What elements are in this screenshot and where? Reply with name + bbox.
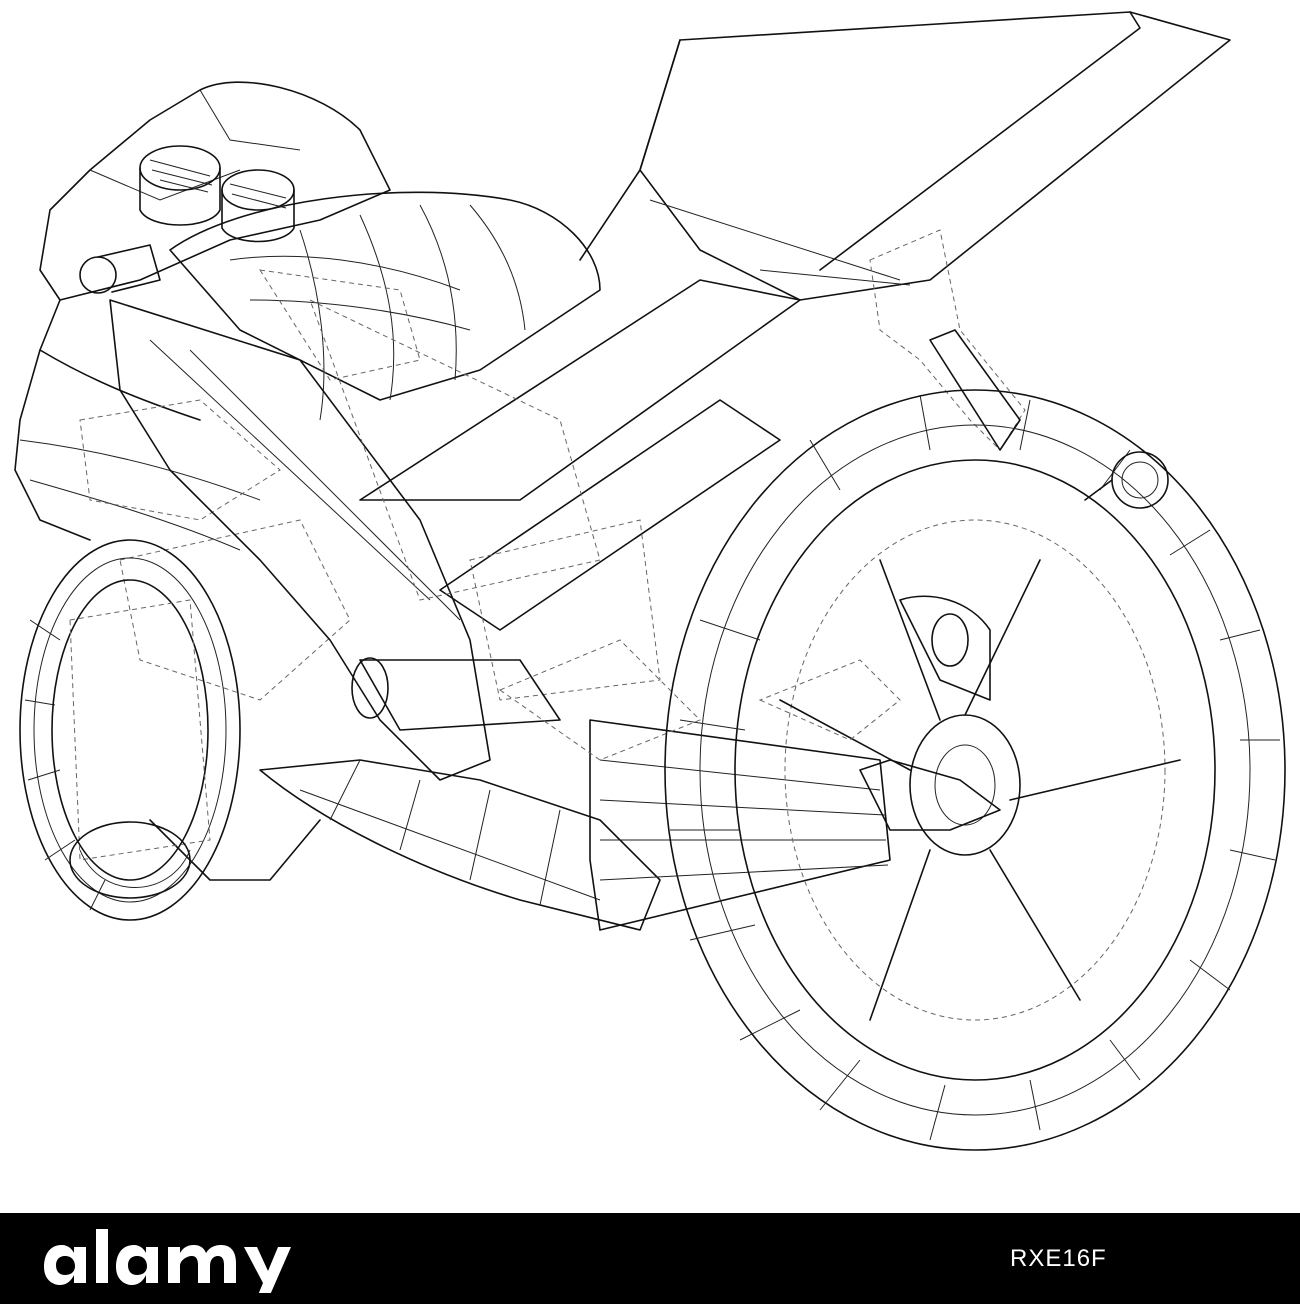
swingarm bbox=[351, 639, 891, 931]
rear-wheel bbox=[664, 389, 1286, 1151]
image-id: RXE16F bbox=[1010, 1245, 1107, 1272]
brand-logo bbox=[44, 1229, 291, 1293]
front-fairing bbox=[14, 81, 391, 701]
instrument-cluster bbox=[79, 145, 295, 294]
lower-fairing bbox=[149, 759, 661, 931]
rear-hub bbox=[758, 595, 1001, 831]
tail-cowl bbox=[579, 11, 1231, 451]
motorcycle-wireframe-illustration bbox=[14, 11, 1286, 1151]
watermark-footer: RXE16F bbox=[0, 1213, 1300, 1304]
frame-panel bbox=[109, 279, 801, 781]
fuel-tank bbox=[169, 191, 601, 421]
front-wheel bbox=[19, 539, 241, 921]
